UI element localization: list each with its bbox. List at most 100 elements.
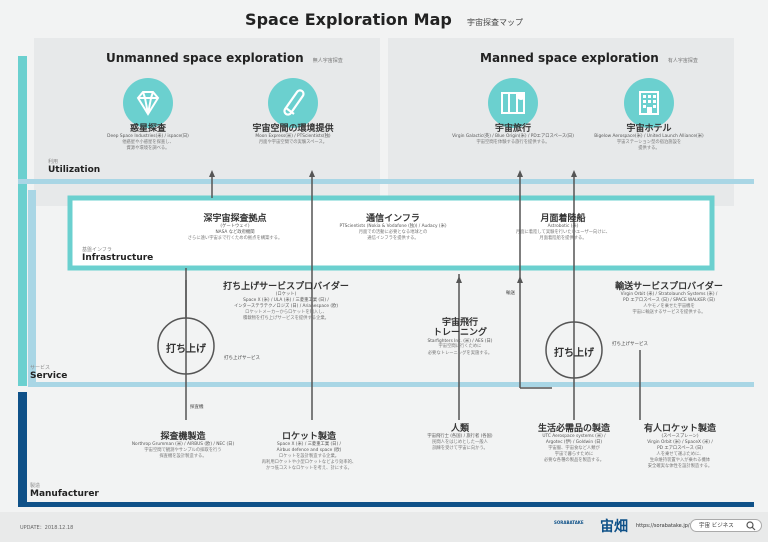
node-desc: 宇宙服、宇宙食など人類が: [548, 445, 600, 451]
node-companies: NASA など政府機関: [215, 230, 255, 236]
node-desc: 訓練を受けて宇宙に向かう。: [432, 446, 488, 452]
node-companies: PD エアロスペース (日) / SPACE WALKER (日): [623, 298, 715, 304]
utilization-item-travel: 宇宙旅行 Virgin Galactic(英) / Blue Origin(米)…: [440, 124, 586, 146]
node-desc: さらに遠い宇宙まで行くための拠点を構築する。: [187, 235, 283, 241]
node-title: 宇宙旅行: [494, 124, 531, 134]
manned-panel: [388, 38, 734, 206]
node-desc: 安全確実な体性を設計製造する。: [647, 463, 713, 469]
service-item-training: 宇宙飛行 トレーニング Starfighters Inc. (米) / AES …: [410, 318, 510, 357]
explorer-label: 探査機: [190, 405, 204, 410]
gem-icon: [123, 78, 173, 128]
layer-utilization: 利用 Utilization: [48, 158, 100, 175]
node-desc: 月面着陸船を提供する。: [539, 236, 587, 242]
manned-header: Manned space exploration 有人宇宙探査: [480, 47, 698, 66]
node-companies: Northrop Grumman (米) / AIRBUS (欧) / NEC …: [131, 442, 235, 448]
node-desc: 資源や環境を調べる。: [126, 146, 170, 152]
node-title-2: トレーニング: [432, 328, 487, 339]
launch-service-label-left: 打ち上げサービス: [224, 356, 260, 361]
node-companies: Argotec (伊) / Goldwin (日): [545, 440, 603, 446]
node-companies: インターステラテクノロジズ (日) / Arianespace (欧): [233, 303, 339, 309]
node-companies: Virgin Orbit (米) / SpaceX (米) /: [647, 440, 713, 446]
node-desc: 人やモノを乗せた宇宙機を: [643, 303, 695, 309]
node-companies: Starfighters Inc. (米) / AES (日): [427, 338, 493, 344]
layer-manufacturer: 製造 Manufacturer: [30, 482, 99, 499]
service-bar: [28, 190, 36, 382]
node-title: 通信インフラ: [366, 214, 420, 224]
hotel-icon: [624, 78, 674, 128]
infra-item-lander: 月面着陸船 Astrobotic (米) 月面に着陸して実験を行いたいユーザー向…: [488, 214, 638, 242]
node-desc: 宇宙空間に行くために: [438, 344, 482, 350]
manufacturer-item-rocket: ロケット製造 Space X (米) / 三菱重工業 (日) / Airbus …: [250, 432, 368, 472]
utilization-item-planet: 惑星探査 Deep Space Industries(米) / ispace(日…: [78, 124, 218, 152]
title-sub: 宇宙探査マップ: [466, 18, 523, 27]
site-url[interactable]: https://sorabatake.jp/: [636, 523, 690, 529]
utilization-line: [18, 179, 754, 184]
manufacturer-bar: [18, 392, 27, 507]
brand-logo[interactable]: 宙畑: [600, 519, 628, 535]
node-desc: 積載物を打ち上げサービスを提供する企業。: [243, 315, 329, 321]
node-companies: Space X (米) / ULA (米) / 三菱重工業 (日) /: [243, 298, 329, 304]
node-desc: 探査機を設計製造する。: [159, 454, 207, 460]
node-desc: 生命維持装置や入が乗れる機体: [649, 457, 711, 463]
node-companies: PD エアロスペース (日): [657, 445, 703, 451]
node-companies: Airbus defence and space (欧): [276, 448, 342, 454]
search-icon[interactable]: [746, 521, 756, 531]
manufacturer-item-necessities: 生活必需品の製造 UTC Aerospace systems (米) / Arg…: [524, 424, 624, 464]
node-desc: 宇宙空間で観測やサンプルの採取を行う: [144, 448, 222, 454]
node-desc: 必要な各種の製品を製造する。: [543, 457, 605, 463]
manufacturer-item-probe: 探査機製造 Northrop Grumman (米) / AIRBUS (欧) …: [118, 432, 248, 460]
unmanned-panel: [34, 38, 380, 206]
layer-infrastructure-en: Infrastructure: [82, 253, 154, 263]
node-title: 宇宙ホテル: [626, 124, 672, 134]
service-line: [28, 382, 754, 387]
manufacturer-line: [18, 502, 754, 507]
node-desc: 民間人をはじめとした一般人: [432, 440, 488, 446]
node-desc: 他惑星や小惑星を探査し、: [122, 140, 174, 146]
manufacturer-item-humans: 人類 宇宙飛行士 (各国) / 旅行者 (各国) 民間人をはじめとした一般人 訓…: [414, 424, 506, 452]
node-companies: UTC Aerospace systems (米) /: [542, 434, 606, 440]
infra-item-communication: 通信インフラ PTScientists (Nokia & Vodafone (独…: [318, 214, 468, 242]
node-title: 有人ロケット製造: [643, 424, 716, 434]
node-companies: Virgin Galactic(英) / Blue Origin(米) / PD…: [452, 134, 574, 140]
layer-utilization-jp: 利用: [48, 159, 59, 165]
search-input[interactable]: 宇宙 ビジネス: [690, 519, 762, 532]
node-desc: 再利用ロケットや小型ロケットなどより効率的、: [261, 459, 357, 465]
manufacturer-item-crewed-rocket: 有人ロケット製造 (スペースプレーン) Virgin Orbit (米) / S…: [630, 424, 730, 470]
node-desc: 月面や宇宙空間での実験スペース。: [258, 140, 328, 146]
node-title: ロケット製造: [281, 432, 336, 442]
infrastructure-box: [67, 195, 715, 271]
launch-service-label-right: 打ち上げサービス: [612, 342, 648, 347]
layer-service-jp: サービス: [30, 365, 51, 371]
transport-label: 輸送: [506, 291, 515, 296]
node-companies: 宇宙飛行士 (各国) / 旅行者 (各国): [427, 434, 493, 440]
node-desc: 必要なトレーニングを実施する。: [427, 350, 493, 356]
node-companies: Space X (米) / 三菱重工業 (日) /: [277, 442, 341, 448]
service-item-transport-provider: 輸送サービスプロバイダー Virgin Orbit (米) / Stratola…: [600, 282, 738, 316]
manned-title: Manned space exploration: [480, 51, 659, 65]
map-icon: [488, 78, 538, 128]
node-title: 生活必需品の製造: [537, 424, 610, 434]
node-title: 輸送サービスプロバイダー: [615, 282, 723, 292]
node-title-2: (ロケット): [275, 292, 297, 298]
node-title: 月面着陸船: [540, 214, 586, 224]
node-desc: 月面に着陸して実験を行いたいユーザー向けに、: [515, 230, 611, 236]
node-companies: PTScientists (Nokia & Vodafone (独)) / Au…: [339, 224, 447, 230]
update-date: UPDATE：2018.12.18: [20, 525, 74, 531]
node-desc: 宇宙で暮らすために: [554, 451, 594, 457]
node-desc: 通信インフラを提供する。: [367, 236, 419, 242]
node-desc: ロケットを設計製造する企業。: [278, 453, 340, 459]
node-title: 宇宙空間の環境提供: [252, 124, 334, 134]
title-main: Space Exploration Map: [245, 10, 452, 29]
footer: [0, 512, 768, 542]
node-title: 打ち上げサービスプロバイダー: [223, 282, 349, 292]
node-title: 人類: [450, 424, 469, 434]
launch-label-right: 打ち上げ: [554, 348, 594, 359]
layer-service: サービス Service: [30, 364, 67, 381]
layer-service-en: Service: [30, 371, 68, 381]
node-companies: Astrobotic (米): [547, 224, 579, 230]
node-companies: Deep Space Industries(米) / ispace(日): [107, 134, 189, 140]
layer-manufacturer-jp: 製造: [30, 483, 41, 489]
node-companies: Bigelow Aerospace(米) / United Launch All…: [594, 134, 704, 140]
launch-label-left: 打ち上げ: [166, 344, 206, 355]
node-desc: 月面での活動に必要となる地球との: [358, 230, 428, 236]
